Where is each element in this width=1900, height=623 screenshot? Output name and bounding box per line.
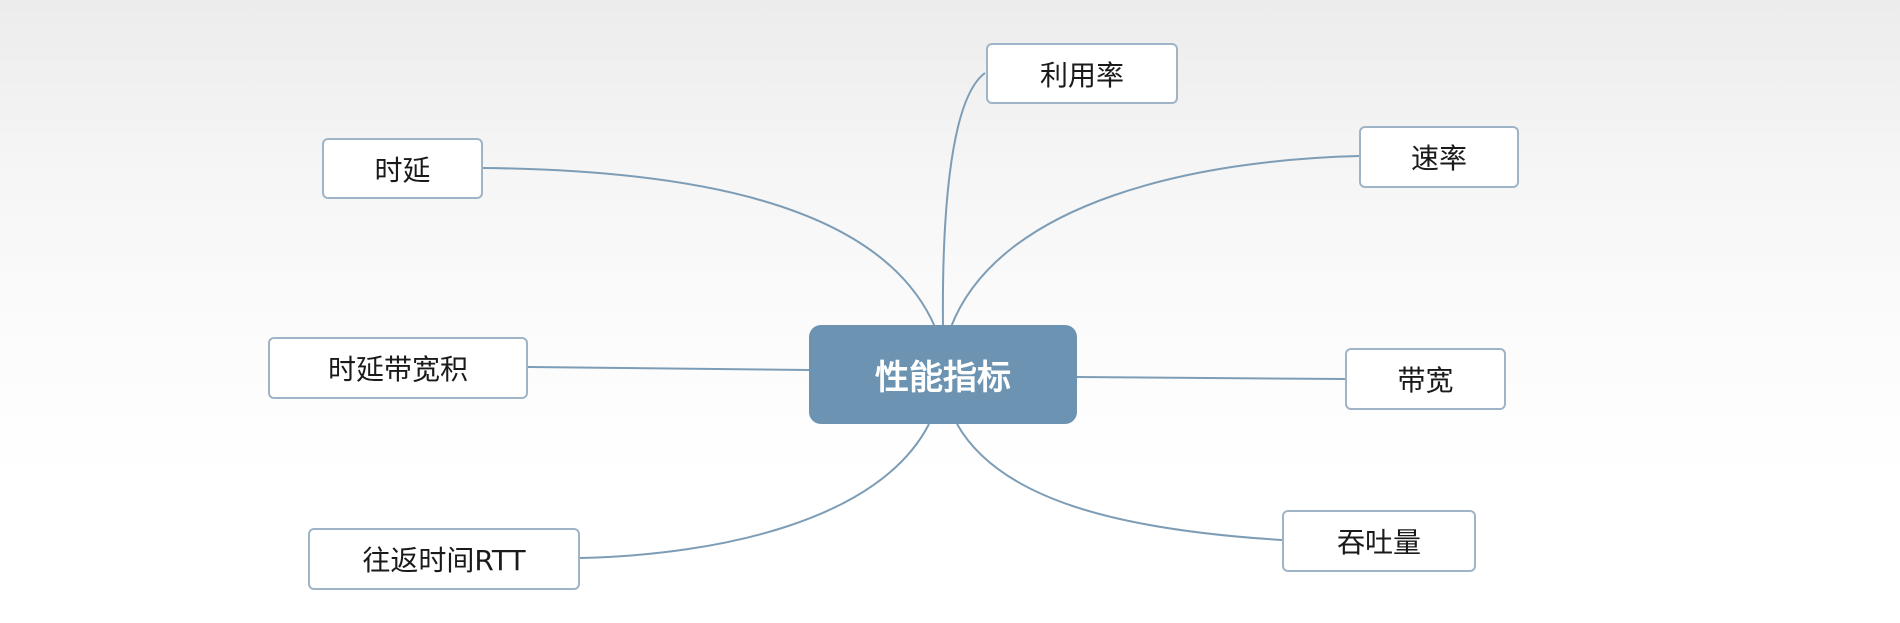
branch-utilization[interactable]: 利用率: [986, 43, 1178, 104]
connector-delay: [482, 167, 936, 328]
branch-rate[interactable]: 速率: [1359, 126, 1519, 188]
branch-delay-bandwidth-product[interactable]: 时延带宽积: [268, 337, 528, 399]
central-topic[interactable]: 性能指标: [809, 325, 1077, 424]
branch-throughput[interactable]: 吞吐量: [1282, 510, 1476, 572]
connector-bandwidth: [1076, 376, 1346, 380]
connector-utilization: [941, 72, 986, 328]
connector-throughput: [956, 423, 1283, 541]
branch-round-trip-time[interactable]: 往返时间RTT: [308, 528, 580, 590]
branch-delay[interactable]: 时延: [322, 138, 483, 199]
connector-rtt: [579, 423, 930, 559]
branch-bandwidth[interactable]: 带宽: [1345, 348, 1506, 410]
connector-rate: [950, 155, 1360, 328]
connector-bdp: [527, 366, 810, 371]
